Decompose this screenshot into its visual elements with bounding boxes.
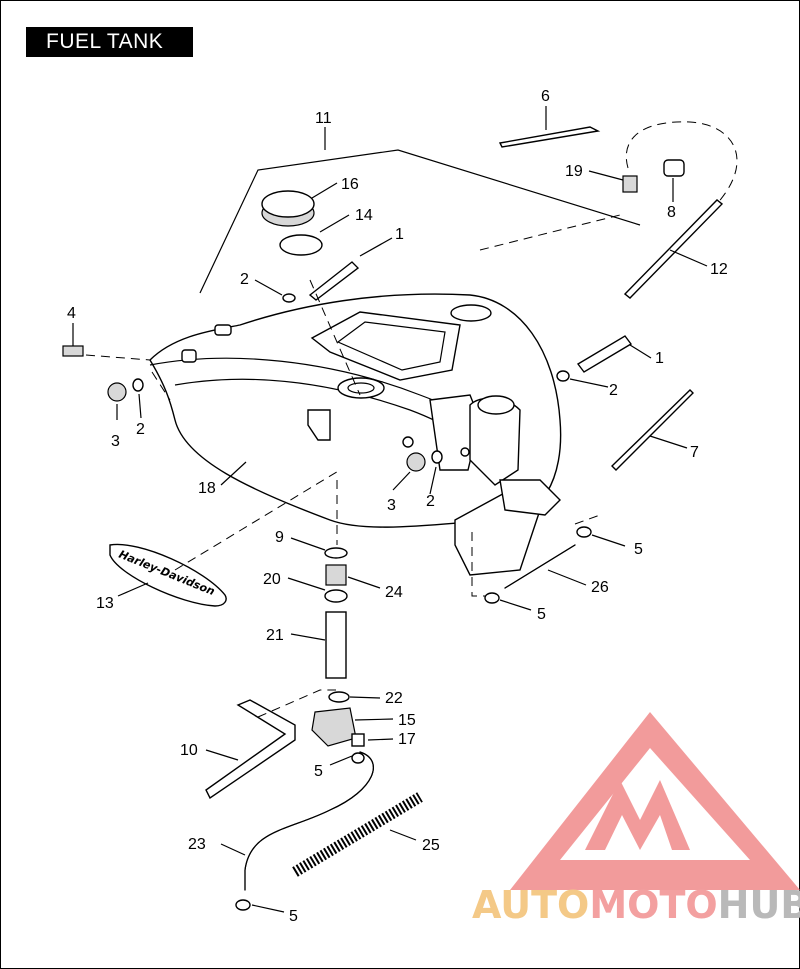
callout-2: 2 bbox=[240, 271, 249, 288]
part-5-clamp-b bbox=[484, 592, 500, 604]
callout-9: 9 bbox=[275, 529, 284, 546]
watermark-auto: AUTO bbox=[472, 883, 589, 927]
callout-8: 8 bbox=[667, 204, 676, 221]
callout-10: 10 bbox=[180, 742, 198, 759]
callout-2: 2 bbox=[136, 421, 145, 438]
callout-2: 2 bbox=[426, 493, 435, 510]
callout-5: 5 bbox=[289, 908, 298, 925]
callout-5: 5 bbox=[314, 763, 323, 780]
callout-11: 11 bbox=[315, 110, 332, 127]
callout-21: 21 bbox=[266, 627, 284, 644]
part-10-lever-rod bbox=[205, 699, 296, 800]
callout-1: 1 bbox=[655, 350, 664, 367]
part-2-washer-a bbox=[282, 293, 296, 303]
part-7-cable-strap bbox=[611, 389, 694, 471]
watermark-moto: MOTO bbox=[589, 883, 717, 927]
part-22-o-ring bbox=[328, 691, 350, 703]
callout-5: 5 bbox=[634, 541, 643, 558]
callout-5: 5 bbox=[537, 606, 546, 623]
part-4-clip bbox=[62, 345, 84, 357]
part-3-nut-b bbox=[406, 452, 426, 472]
callout-12: 12 bbox=[710, 261, 728, 278]
part-14-gasket bbox=[279, 234, 323, 256]
assembly-lines bbox=[85, 214, 621, 718]
watermark-hub: HUB bbox=[718, 883, 800, 927]
callout-3: 3 bbox=[387, 497, 396, 514]
part-25-spring-sleeve bbox=[292, 792, 423, 877]
callout-26: 26 bbox=[591, 579, 609, 596]
callout-25: 25 bbox=[422, 837, 440, 854]
callout-2: 2 bbox=[609, 382, 618, 399]
callout-19: 19 bbox=[565, 163, 583, 180]
part-9-o-ring bbox=[324, 547, 348, 559]
watermark-logo bbox=[510, 712, 800, 890]
part-5-clamp-d bbox=[235, 899, 251, 911]
part-20-washer bbox=[324, 589, 348, 603]
part-2-washer-b bbox=[132, 378, 144, 392]
callout-16: 16 bbox=[341, 176, 359, 193]
part-6-cable-strap bbox=[498, 126, 601, 148]
callout-15: 15 bbox=[398, 712, 416, 729]
callout-1: 1 bbox=[395, 226, 404, 243]
part-2-washer-c bbox=[556, 370, 570, 382]
part-1-bolt-upper bbox=[308, 261, 360, 301]
callout-4: 4 bbox=[67, 305, 76, 322]
part-5-clamp-c bbox=[351, 752, 365, 764]
callout-7: 7 bbox=[690, 444, 699, 461]
part-1-bolt-right bbox=[576, 335, 633, 373]
callout-6: 6 bbox=[541, 88, 550, 105]
part-3-nut-a bbox=[107, 382, 127, 402]
callout-23: 23 bbox=[188, 836, 206, 853]
part-11-vent-line bbox=[199, 149, 641, 294]
part-15-petcock bbox=[311, 707, 357, 747]
part-2-washer-d bbox=[431, 450, 443, 464]
callout-numbers: 1 1 2 2 2 2 3 3 4 5 5 5 5 6 7 8 9 10 11 … bbox=[67, 88, 728, 925]
part-19-dashed-loop bbox=[625, 121, 738, 221]
callout-17: 17 bbox=[398, 731, 416, 748]
part-16-filler-cap bbox=[261, 190, 315, 227]
part-17-fitting bbox=[351, 733, 365, 747]
part-21-strainer bbox=[325, 611, 347, 679]
callout-14: 14 bbox=[355, 207, 373, 224]
callout-13: 13 bbox=[96, 595, 114, 612]
part-13-emblem: Harley-Davidson bbox=[109, 543, 227, 607]
page-title: FUEL TANK bbox=[26, 27, 193, 57]
part-24-adapter bbox=[325, 564, 347, 586]
fuel-tank-body bbox=[149, 293, 562, 576]
watermark-m-shape bbox=[585, 780, 690, 850]
callout-20: 20 bbox=[263, 571, 281, 588]
part-8-clamp bbox=[663, 159, 685, 177]
callout-3: 3 bbox=[111, 433, 120, 450]
part-12-rod bbox=[623, 199, 724, 299]
callout-24: 24 bbox=[385, 584, 403, 601]
callout-18: 18 bbox=[198, 480, 216, 497]
leader-lines bbox=[72, 106, 708, 913]
watermark-text: AUTOMOTOHUB bbox=[472, 883, 800, 927]
part-19-fitting bbox=[622, 175, 638, 193]
callout-22: 22 bbox=[385, 690, 403, 707]
part-5-clamp-a bbox=[576, 526, 592, 538]
